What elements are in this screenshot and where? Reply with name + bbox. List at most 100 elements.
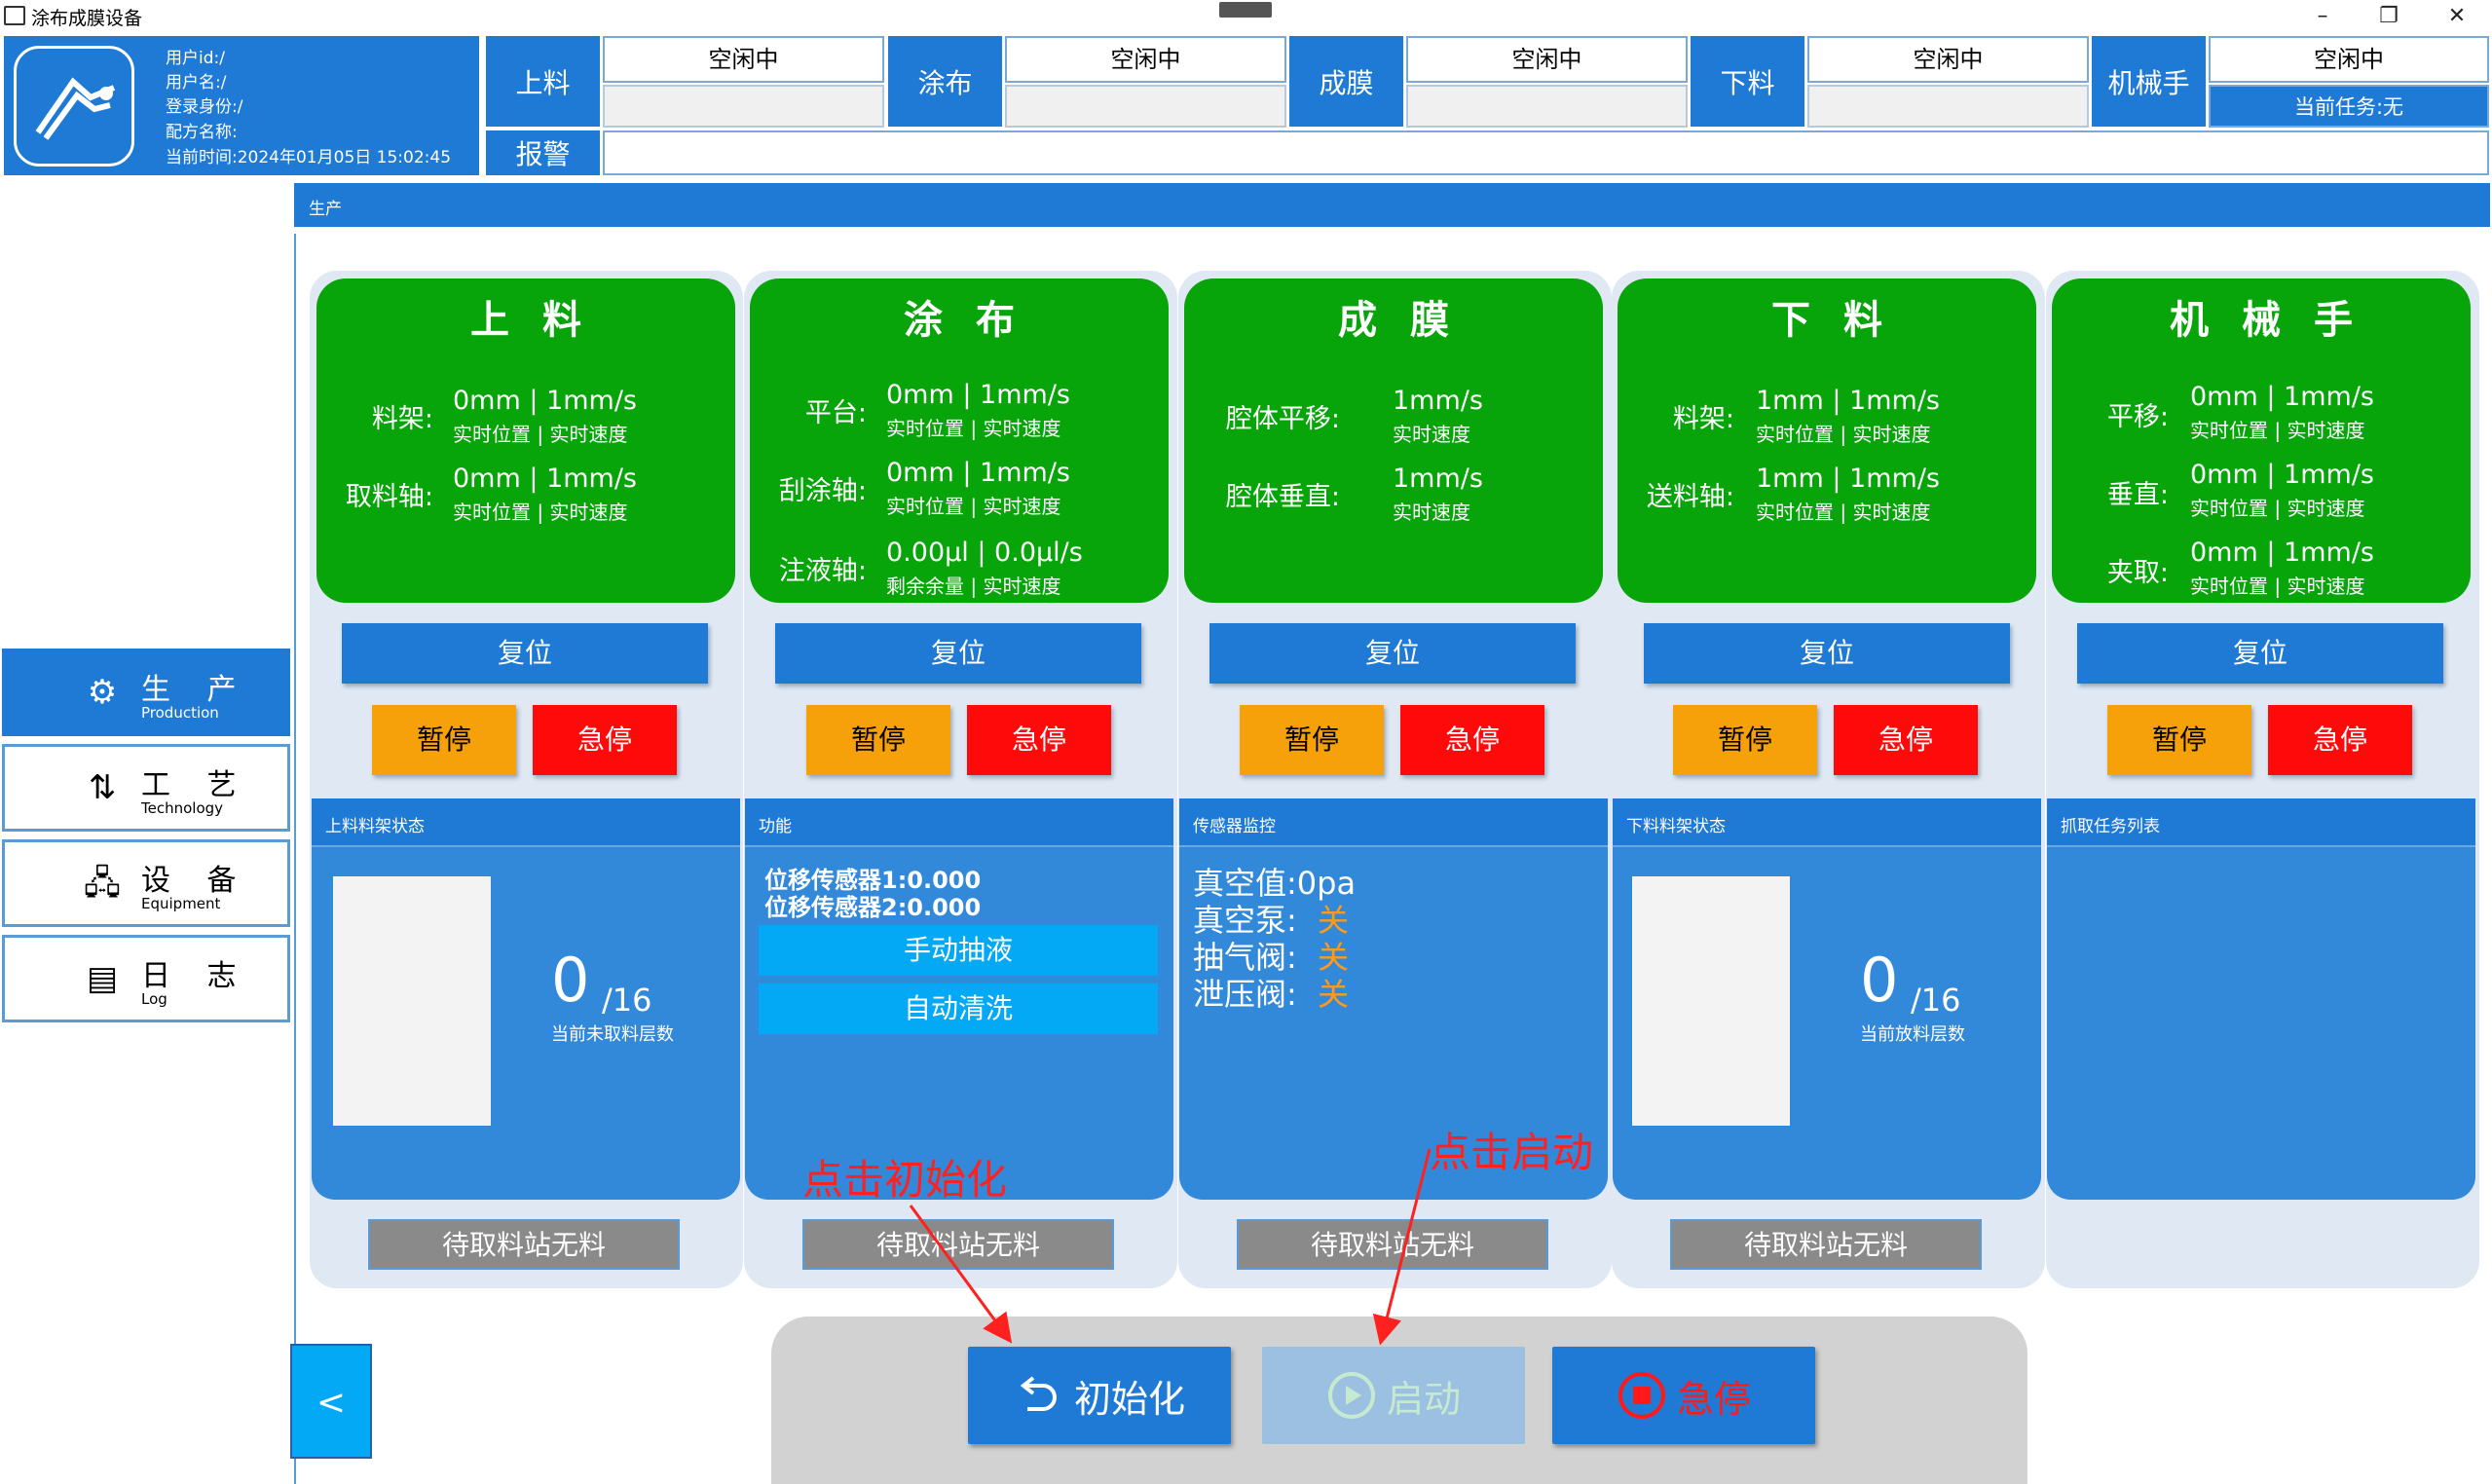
nav-label: 日 志 [141,959,250,993]
status-sub-filming [1406,85,1688,128]
rack-visual [1632,876,1790,1126]
station-status-loading[interactable]: 待取料站无料 [368,1219,680,1270]
estop-button-robot[interactable]: 急停 [2268,705,2412,775]
axis-value: 0.00μl | 0.0μl/s [886,538,1083,568]
pause-button-robot[interactable]: 暂停 [2107,705,2251,775]
start-label: 启动 [1386,1377,1461,1421]
grab-task-list-panel: 抓取任务列表 [2047,798,2475,1200]
status-sub-unloading [1807,85,2089,128]
panel-header: 传感器监控 [1179,798,1608,847]
auto-clean-button[interactable]: 自动清洗 [759,983,1158,1034]
displacement-sensor-2: 位移传感器2:0.000 [764,894,982,921]
panel-header: 抓取任务列表 [2047,798,2475,847]
nav-equipment[interactable]: 🖧 设 备 Equipment [2,839,290,927]
nav-sublabel: Production [141,704,219,722]
reset-button-filming[interactable]: 复位 [1209,623,1576,684]
rack-total: /16 [602,982,652,1019]
global-estop-button[interactable]: 急停 [1552,1347,1815,1444]
axis-label: 腔体平移: [1225,404,1340,434]
station-status-filming[interactable]: 待取料站无料 [1237,1219,1548,1270]
start-button[interactable]: 启动 [1262,1347,1525,1444]
gear-icon: ⚙ [87,673,118,712]
module-card-filming: 成膜 腔体平移: 1mm/s 实时速度 腔体垂直: 1mm/s 实时速度 [1184,278,1603,603]
annotation-init: 点击初始化 [802,1156,1008,1204]
reset-button-loading[interactable]: 复位 [342,623,708,684]
logo [14,46,134,167]
axis-caption: 实时位置 | 实时速度 [1756,423,1931,446]
status-value-unloading: 空闲中 [1807,36,2089,83]
rack-visual [333,876,491,1126]
axis-caption: 实时位置 | 实时速度 [886,495,1061,518]
pause-button-unloading[interactable]: 暂停 [1673,705,1817,775]
nav-log[interactable]: ▤ 日 志 Log [2,935,290,1022]
axis-caption: 实时位置 | 实时速度 [1756,501,1931,524]
minimize-button[interactable]: – [2317,4,2328,28]
vacuum-pump-label: 真空泵: [1193,902,1297,939]
pause-button-coating[interactable]: 暂停 [806,705,950,775]
pause-button-filming[interactable]: 暂停 [1240,705,1384,775]
rack-count: 0 [1860,945,1899,1016]
axis-value: 1mm | 1mm/s [1756,464,1940,494]
axis-value: 1mm/s [1393,386,1483,416]
reset-button-robot[interactable]: 复位 [2077,623,2443,684]
close-button[interactable]: ✕ [2447,4,2467,28]
axis-label: 刮涂轴: [778,476,867,506]
nav-label: 工 艺 [141,768,250,802]
section-title-bar: 生产 [294,183,2490,227]
axis-value: 0mm | 1mm/s [2190,460,2374,490]
manual-pump-button[interactable]: 手动抽液 [759,925,1158,976]
nav-technology[interactable]: ⇅ 工 艺 Technology [2,744,290,832]
status-label-robot: 机械手 [2092,36,2206,127]
axis-value: 0mm | 1mm/s [453,386,637,416]
axis-caption: 剩余余量 | 实时速度 [886,575,1061,598]
collapse-sidebar-button[interactable]: < [290,1344,372,1459]
stop-icon [1618,1372,1665,1419]
station-status-coating[interactable]: 待取料站无料 [802,1219,1114,1270]
title-bar: 涂布成膜设备 – ❐ ✕ [0,0,2492,32]
function-panel: 功能 位移传感器1:0.000 位移传感器2:0.000 手动抽液 自动清洗 [745,798,1173,1200]
status-sub-loading [603,85,884,128]
module-card-robot: 机械手 平移: 0mm | 1mm/s 实时位置 | 实时速度 垂直: 0mm … [2052,278,2471,603]
nav-label: 设 备 [141,864,250,898]
axis-caption: 实时位置 | 实时速度 [2190,497,2365,520]
estop-button-loading[interactable]: 急停 [533,705,677,775]
drag-handle[interactable] [1219,2,1272,18]
axis-label: 腔体垂直: [1225,482,1340,512]
station-status-unloading[interactable]: 待取料站无料 [1670,1219,1982,1270]
undo-icon [1020,1376,1057,1411]
annotation-start: 点击启动 [1430,1129,1594,1176]
reset-button-coating[interactable]: 复位 [775,623,1141,684]
axis-label: 料架: [1672,404,1734,434]
estop-button-coating[interactable]: 急停 [967,705,1111,775]
status-value-loading: 空闲中 [603,36,884,83]
nav-sublabel: Log [141,990,167,1008]
logo-icon [35,77,116,140]
module-title: 上料 [470,298,614,343]
alarm-field [603,130,2489,175]
module-title: 涂布 [904,298,1048,343]
nav-sublabel: Equipment [141,895,221,912]
restore-button[interactable]: ❐ [2379,4,2399,28]
nav-production[interactable]: ⚙ 生 产 Production [2,649,290,736]
recipe-name: 配方名称: [166,123,238,142]
axis-label: 垂直: [2106,480,2169,510]
axis-label: 夹取: [2106,558,2169,588]
displacement-sensor-1: 位移传感器1:0.000 [764,867,982,894]
axis-caption: 实时速度 [1393,423,1470,446]
user-name: 用户名:/ [166,73,227,93]
estop-button-filming[interactable]: 急停 [1400,705,1544,775]
axis-value: 0mm | 1mm/s [2190,382,2374,412]
reset-button-unloading[interactable]: 复位 [1644,623,2010,684]
pause-button-loading[interactable]: 暂停 [372,705,516,775]
relief-valve-state: 关 [1318,976,1350,1013]
module-card-unloading: 下料 料架: 1mm | 1mm/s 实时位置 | 实时速度 送料轴: 1mm … [1618,278,2036,603]
axis-caption: 实时位置 | 实时速度 [2190,419,2365,442]
init-label: 初始化 [1073,1377,1185,1421]
module-card-coating: 涂布 平台: 0mm | 1mm/s 实时位置 | 实时速度 刮涂轴: 0mm … [750,278,1169,603]
play-icon [1327,1372,1375,1419]
init-button[interactable]: 初始化 [968,1347,1231,1444]
app-icon [4,6,25,25]
module-title: 成膜 [1338,298,1482,343]
status-value-filming: 空闲中 [1406,36,1688,83]
estop-button-unloading[interactable]: 急停 [1834,705,1978,775]
